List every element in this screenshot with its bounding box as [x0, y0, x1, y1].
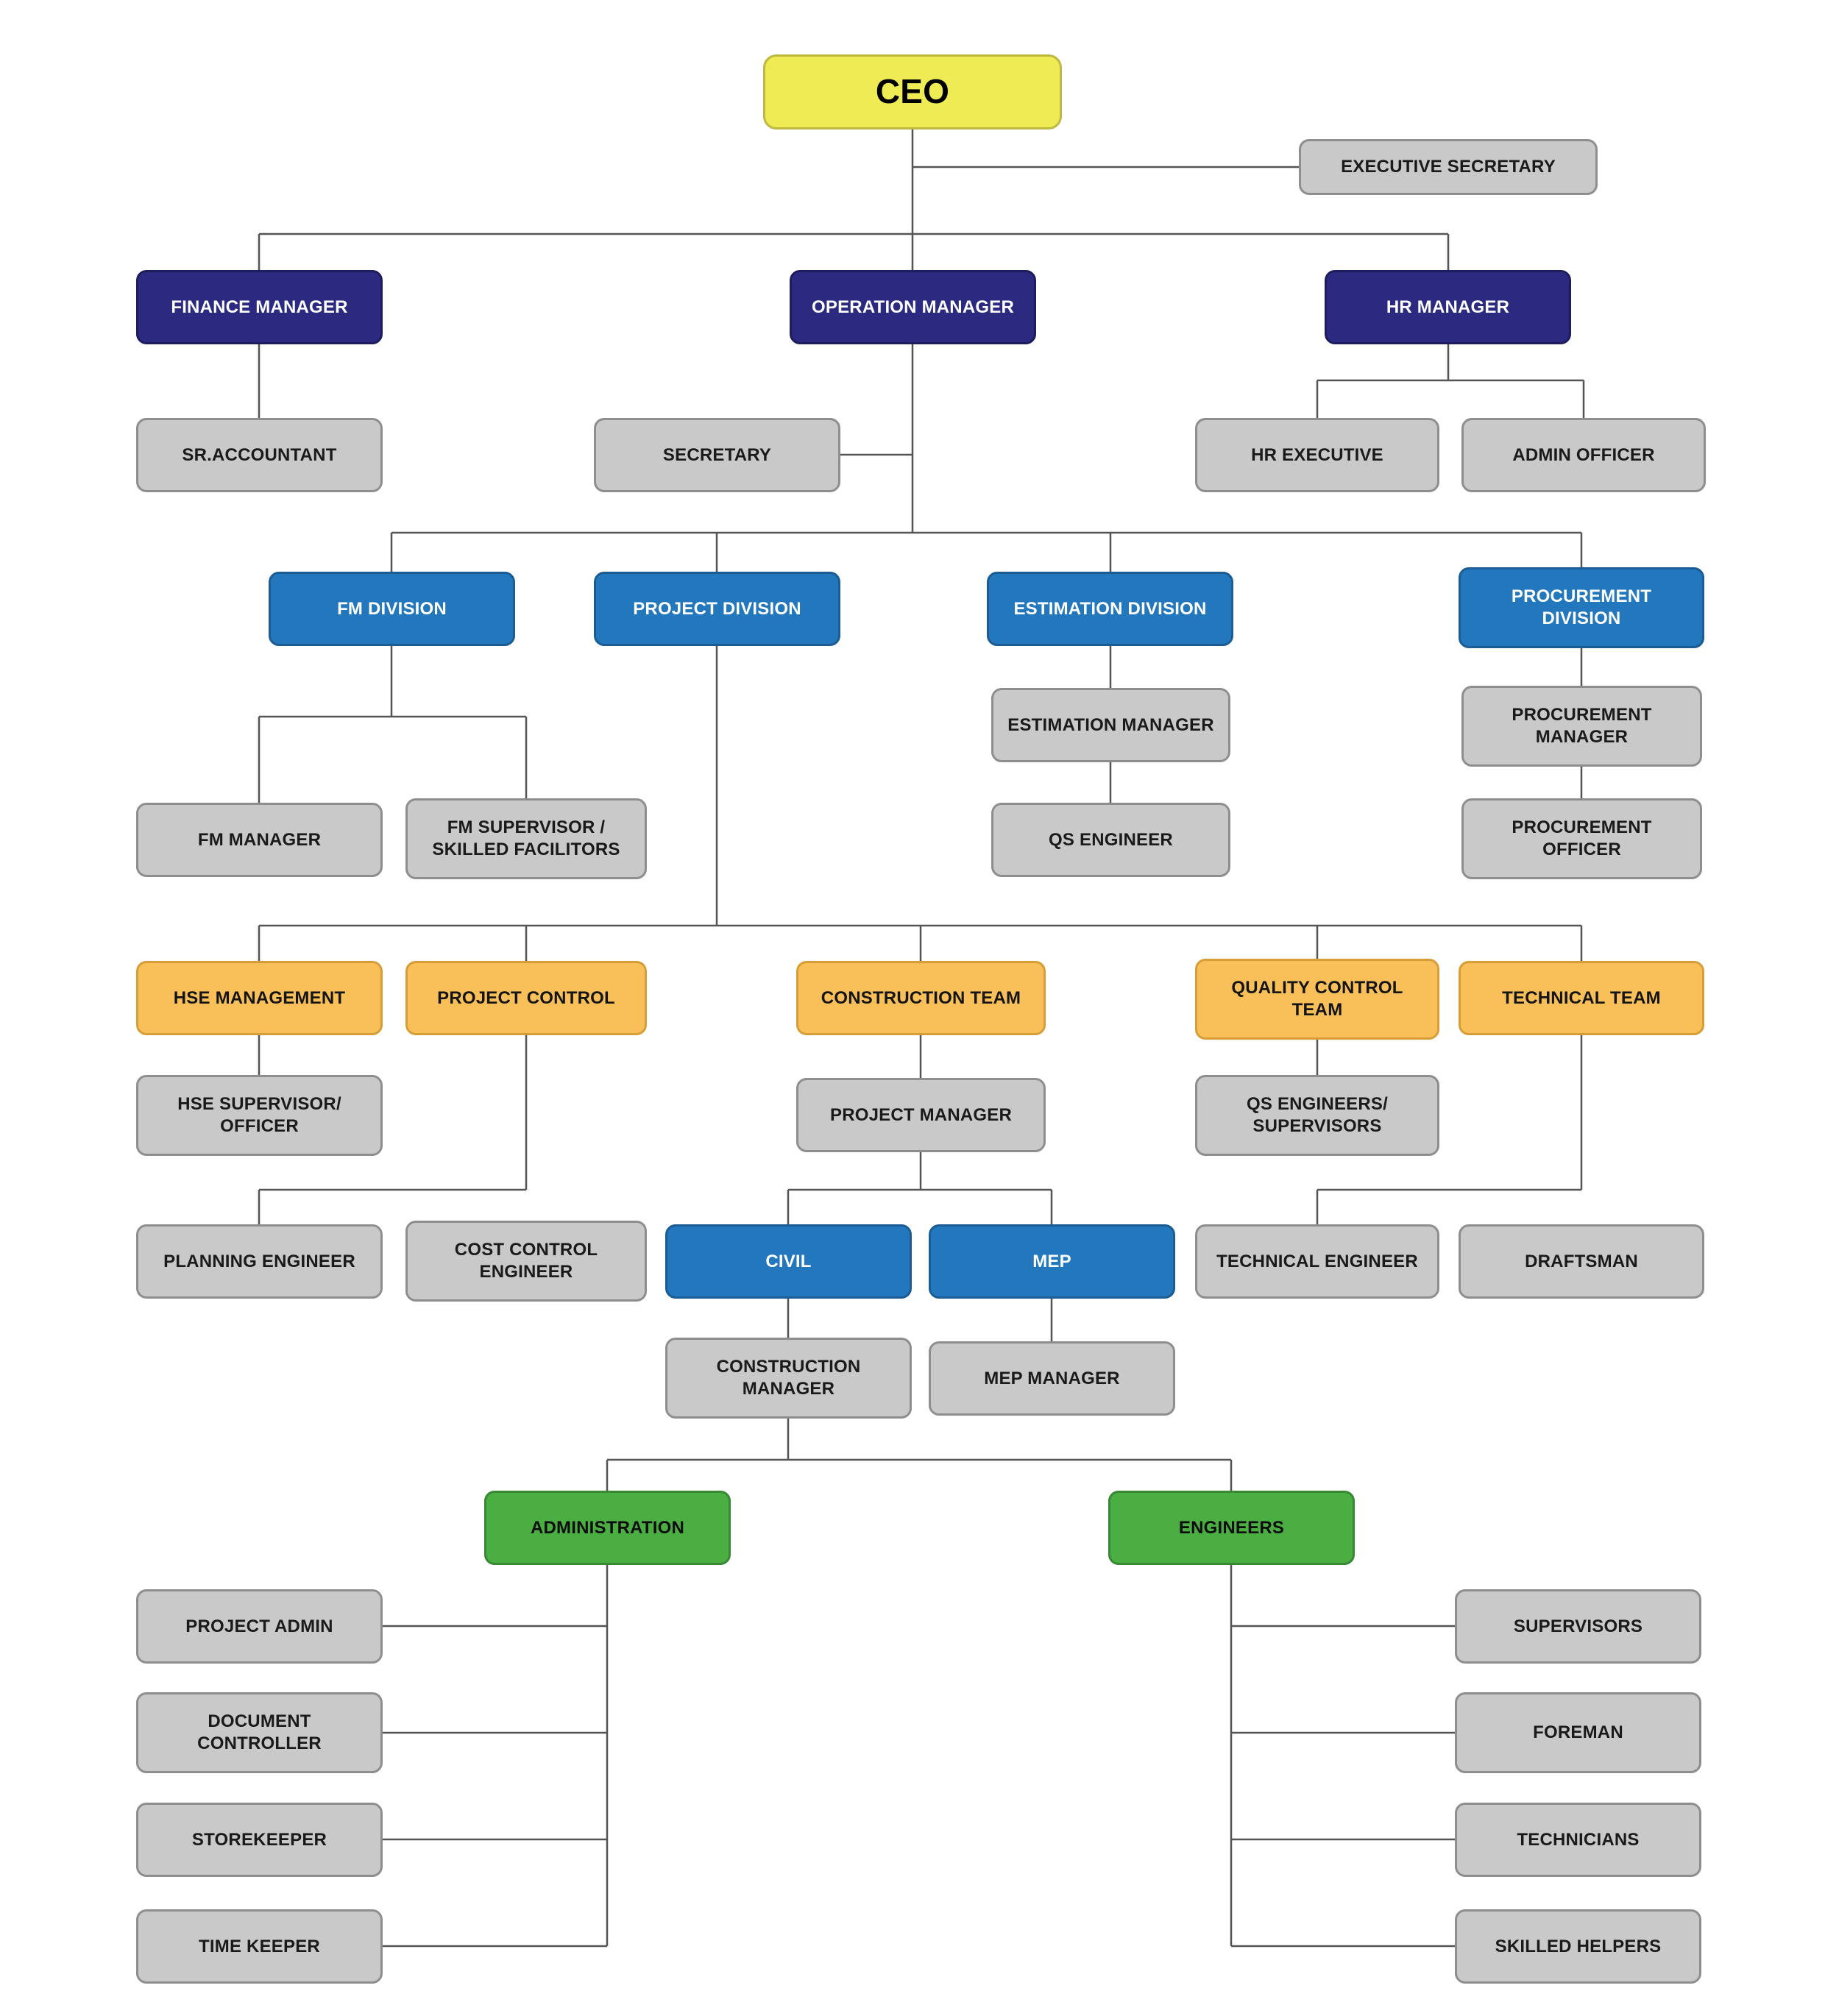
node-hse-supervisor: HSE SUPERVISOR/ OFFICER	[136, 1075, 383, 1156]
node-draftsman: DRAFTSMAN	[1459, 1224, 1704, 1299]
wire-project-control-split	[258, 1035, 528, 1224]
wire-managers-rail	[258, 233, 1450, 270]
node-estimation-manager: ESTIMATION MANAGER	[991, 688, 1230, 762]
node-foreman: FOREMAN	[1455, 1692, 1701, 1773]
node-technical-engineer: TECHNICAL ENGINEER	[1195, 1224, 1439, 1299]
node-project-division: PROJECT DIVISION	[594, 572, 840, 646]
node-hse-management: HSE MANAGEMENT	[136, 961, 383, 1035]
node-project-control: PROJECT CONTROL	[405, 961, 647, 1035]
wire-civil-mep-down	[787, 1299, 1053, 1341]
node-construction-team: CONSTRUCTION TEAM	[796, 961, 1046, 1035]
node-administration: ADMINISTRATION	[484, 1491, 731, 1565]
node-engineers: ENGINEERS	[1108, 1491, 1355, 1565]
node-technicians: TECHNICIANS	[1455, 1803, 1701, 1877]
node-civil: CIVIL	[665, 1224, 912, 1299]
node-construction-manager: CONSTRUCTION MANAGER	[665, 1338, 912, 1419]
node-hr-manager: HR MANAGER	[1325, 270, 1571, 344]
node-procurement-division: PROCUREMENT DIVISION	[1459, 567, 1704, 648]
node-fm-division: FM DIVISION	[269, 572, 515, 646]
wire-technical-split	[1316, 1035, 1583, 1224]
node-ceo: CEO	[763, 54, 1062, 129]
node-project-manager: PROJECT MANAGER	[796, 1078, 1046, 1152]
node-time-keeper: TIME KEEPER	[136, 1909, 383, 1984]
wire-divisions-rail	[390, 531, 1583, 572]
wire-fm-split	[258, 646, 528, 803]
node-fm-supervisor: FM SUPERVISOR / SKILLED FACILITORS	[405, 798, 647, 879]
node-storekeeper: STOREKEEPER	[136, 1803, 383, 1877]
node-mep-manager: MEP MANAGER	[929, 1341, 1175, 1416]
node-fm-manager: FM MANAGER	[136, 803, 383, 877]
node-technical-team: TECHNICAL TEAM	[1459, 961, 1704, 1035]
node-procurement-officer: PROCUREMENT OFFICER	[1461, 798, 1702, 879]
node-executive-secretary: EXECUTIVE SECRETARY	[1299, 139, 1598, 195]
node-supervisors: SUPERVISORS	[1455, 1589, 1701, 1664]
node-qs-engineers-supervisors: QS ENGINEERS/ SUPERVISORS	[1195, 1075, 1439, 1156]
wire-administration-spine	[383, 1565, 609, 1948]
node-skilled-helpers: SKILLED HELPERS	[1455, 1909, 1701, 1984]
node-finance-manager: FINANCE MANAGER	[136, 270, 383, 344]
node-secretary: SECRETARY	[594, 418, 840, 492]
wire-construction-chain	[787, 1035, 1053, 1224]
wire-teams-rail	[258, 924, 1583, 961]
node-mep: MEP	[929, 1224, 1175, 1299]
node-quality-control-team: QUALITY CONTROL TEAM	[1195, 959, 1439, 1040]
node-planning-engineer: PLANNING ENGINEER	[136, 1224, 383, 1299]
node-estimation-division: ESTIMATION DIVISION	[987, 572, 1233, 646]
wire-construction-manager-split	[606, 1419, 1233, 1491]
node-admin-officer: ADMIN OFFICER	[1461, 418, 1706, 492]
wire-hr-split	[1316, 344, 1585, 418]
node-qs-engineer: QS ENGINEER	[991, 803, 1230, 877]
node-operation-manager: OPERATION MANAGER	[790, 270, 1036, 344]
node-hr-executive: HR EXECUTIVE	[1195, 418, 1439, 492]
node-document-controller: DOCUMENT CONTROLLER	[136, 1692, 383, 1773]
node-cost-control-engineer: COST CONTROL ENGINEER	[405, 1221, 647, 1302]
node-procurement-manager: PROCUREMENT MANAGER	[1461, 686, 1702, 767]
node-project-admin: PROJECT ADMIN	[136, 1589, 383, 1664]
wire-engineers-spine	[1230, 1565, 1455, 1948]
node-sr-accountant: SR.ACCOUNTANT	[136, 418, 383, 492]
